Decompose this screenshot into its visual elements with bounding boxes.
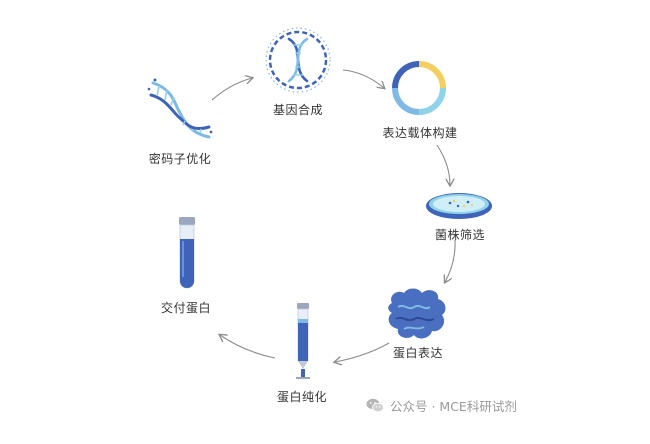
arrow-codon-to-gene — [211, 78, 252, 101]
step-label-vector: 表达载体构建 — [382, 126, 458, 140]
dna-helix-icon — [147, 78, 213, 139]
arrow-expression-to-purify — [335, 342, 390, 362]
purification-column-icon — [296, 303, 310, 379]
step-label-deliver: 交付蛋白 — [160, 301, 212, 315]
protein-structure-icon — [388, 288, 446, 339]
petri-dish-icon — [426, 193, 492, 219]
test-tube-icon — [179, 217, 195, 289]
step-label-expression: 蛋白表达 — [392, 346, 444, 360]
plasmid-ring-icon — [392, 61, 446, 115]
step-label-codon: 密码子优化 — [148, 152, 212, 166]
arrow-gene-to-vector — [342, 69, 384, 88]
watermark-text: 公众号 · MCE科研试剂 — [390, 399, 517, 414]
step-label-strain: 菌株筛选 — [434, 228, 486, 242]
step-label-gene: 基因合成 — [272, 103, 324, 117]
gene-synthesis-icon — [265, 27, 331, 93]
watermark: 公众号 · MCE科研试剂 — [366, 396, 517, 415]
arrow-vector-to-strain — [436, 144, 450, 185]
step-label-purify: 蛋白纯化 — [276, 390, 328, 404]
arrow-purify-to-deliver — [220, 335, 276, 359]
wechat-icon — [366, 398, 384, 413]
arrow-strain-to-expression — [445, 239, 456, 282]
